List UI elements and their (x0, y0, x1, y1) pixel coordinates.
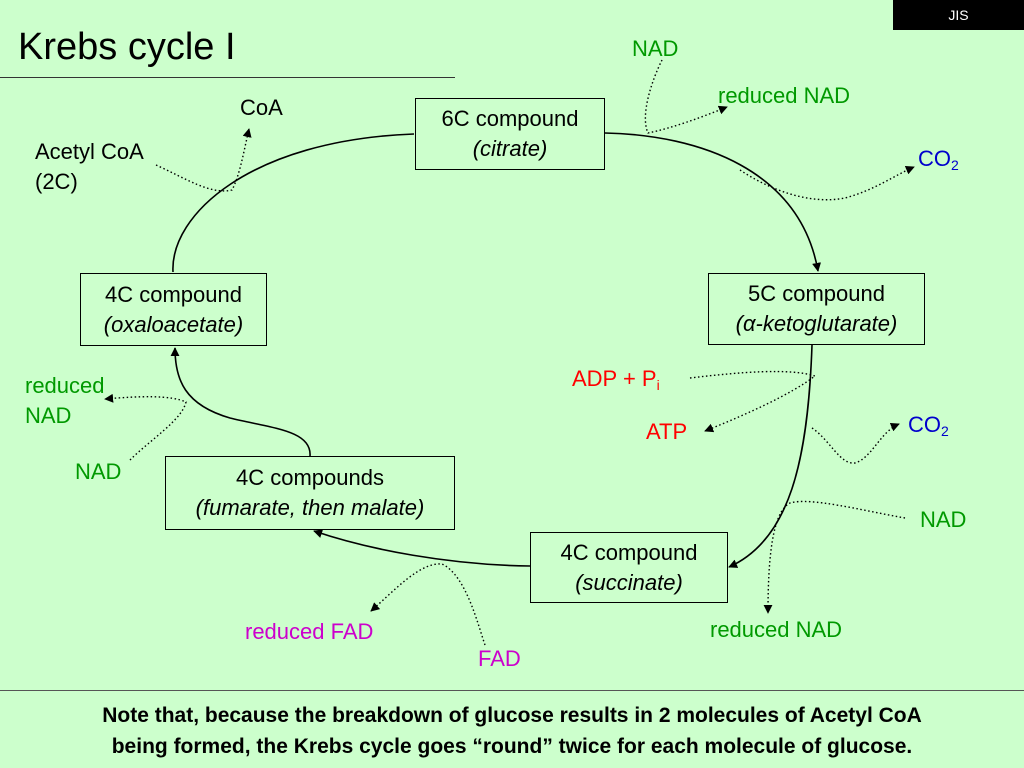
fumarate-malate-detail: (fumarate, then malate) (195, 495, 425, 520)
citrate-detail: (citrate) (472, 136, 548, 161)
arrow-ketoglutarate-to-succinate (728, 344, 813, 568)
co2-top-text: CO (918, 146, 951, 171)
co2-mid-sub: 2 (941, 423, 949, 439)
arrow-fad-to-reduced-fad (370, 563, 486, 646)
co2-top-sub: 2 (951, 157, 959, 173)
nad-left-label: NAD (75, 459, 122, 484)
co2-top-label: CO2 (918, 146, 959, 172)
oxaloacetate-name: 4C compound (105, 281, 242, 307)
adp-pi-text: ADP + P (572, 366, 657, 391)
arrow-nad-to-reduced-nad-left (104, 393, 187, 461)
note-line-2: being formed, the Krebs cycle goes “roun… (111, 735, 913, 758)
ketoglutarate-box: 5C compound (α-ketoglutarate) (708, 273, 925, 345)
reduced-nad-bottom-label: reduced NAD (710, 617, 843, 642)
adp-pi-label: ADP + Pi (572, 366, 660, 392)
citrate-box: 6C compound (citrate) (415, 98, 605, 170)
arrow-citrate-to-ketoglutarate (604, 132, 822, 272)
note-line-1: Note that, because the breakdown of gluc… (102, 704, 922, 727)
arrow-nad-to-reduced-nad-top (644, 59, 728, 134)
citrate-name: 6C compound (441, 106, 579, 131)
ketoglutarate-detail: (α-ketoglutarate) (735, 311, 898, 336)
co2-mid-text: CO (908, 412, 941, 437)
oxaloacetate-detail: (oxaloacetate) (103, 311, 244, 337)
adp-pi-sub: i (656, 377, 660, 393)
oxaloacetate-box: 4C compound (oxaloacetate) (80, 273, 267, 346)
note-text: Note that, because the breakdown of gluc… (0, 700, 1024, 762)
succinate-name: 4C compound (560, 539, 698, 565)
arrow-succinate-to-fumarate (313, 529, 531, 567)
nad-right-label: NAD (920, 507, 967, 532)
note-divider (0, 690, 1024, 691)
reduced-nad-left-line1: reduced (25, 373, 105, 398)
reduced-nad-left-label: reduced NAD (25, 371, 105, 431)
arrow-nad-to-reduced-nad-bottom (763, 500, 906, 614)
slide-title: Krebs cycle I (18, 26, 236, 68)
succinate-detail: (succinate) (575, 569, 683, 595)
reduced-nad-left-line2: NAD (25, 403, 72, 428)
title-divider (0, 77, 455, 78)
co2-mid-label: CO2 (908, 412, 949, 438)
nad-top-label: NAD (632, 36, 679, 61)
arrow-malate-to-oxaloacetate (170, 347, 311, 457)
succinate-box: 4C compound (succinate) (530, 532, 728, 603)
acetyl-coa-carbons: (2C) (35, 169, 78, 194)
ketoglutarate-name: 5C compound (748, 281, 885, 306)
arrow-oxaloacetate-to-citrate (172, 133, 415, 273)
arrow-adp-to-atp (689, 370, 817, 433)
coa-label: CoA (240, 95, 283, 120)
acetyl-coa-line: Acetyl CoA (35, 139, 144, 164)
fumarate-malate-name: 4C compounds (236, 465, 384, 490)
atp-label: ATP (646, 419, 688, 444)
arrow-co2-release-top (739, 165, 915, 201)
arrow-acetyl-coa-releases-coa (155, 128, 252, 192)
fumarate-malate-box: 4C compounds (fumarate, then malate) (165, 456, 455, 530)
reduced-fad-label: reduced FAD (245, 619, 374, 644)
reduced-nad-top-label: reduced NAD (718, 83, 851, 108)
jis-badge: JIS (893, 0, 1024, 30)
acetyl-coa-label: Acetyl CoA (2C) (35, 137, 144, 197)
arrow-co2-release-mid (811, 423, 900, 464)
fad-label: FAD (478, 646, 521, 671)
